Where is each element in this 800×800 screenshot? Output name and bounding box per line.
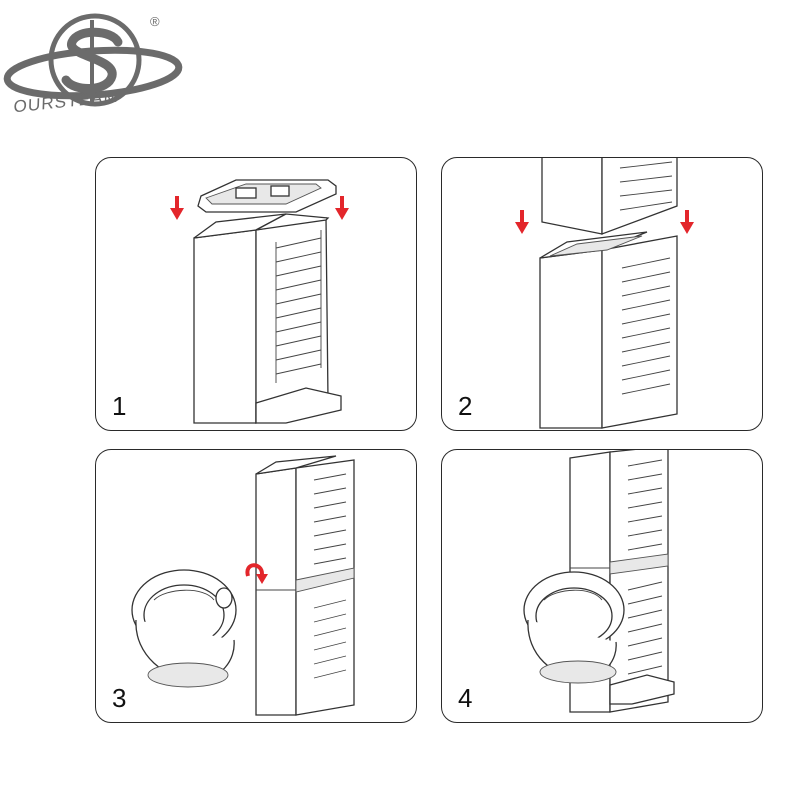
registered-mark: ®	[150, 14, 160, 29]
step-panel-2: 2	[441, 157, 763, 431]
step-panel-4: 4	[441, 449, 763, 723]
step-number-2: 2	[458, 391, 473, 421]
step-number-4: 4	[458, 683, 473, 713]
step-panel-3: 3	[95, 449, 417, 723]
vr-headset	[131, 569, 237, 688]
step-2-illustration	[515, 158, 694, 429]
step-1-illustration	[170, 179, 349, 424]
step-panel-1: 1	[95, 157, 417, 431]
step-3-illustration	[131, 455, 355, 716]
brand-emblem-icon	[3, 13, 183, 107]
step-4-illustration	[523, 450, 675, 713]
step-number-1: 1	[112, 391, 127, 421]
brand-logo: OURSTEAM ®	[0, 0, 190, 130]
step-number-3: 3	[112, 683, 127, 713]
